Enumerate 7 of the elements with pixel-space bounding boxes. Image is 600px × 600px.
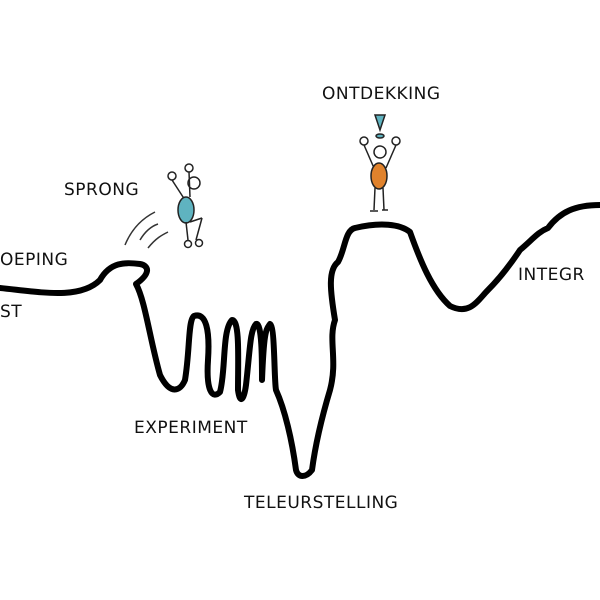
stage-label: OEPING — [0, 250, 68, 270]
stage-label: INTEGR — [518, 265, 585, 285]
stage-label: ST — [0, 302, 22, 322]
stage-label: SPRONG — [64, 180, 140, 200]
stage-label: TELEURSTELLING — [244, 493, 398, 513]
stage-label: ONTDEKKING — [322, 84, 441, 104]
stage-label: EXPERIMENT — [134, 418, 248, 438]
